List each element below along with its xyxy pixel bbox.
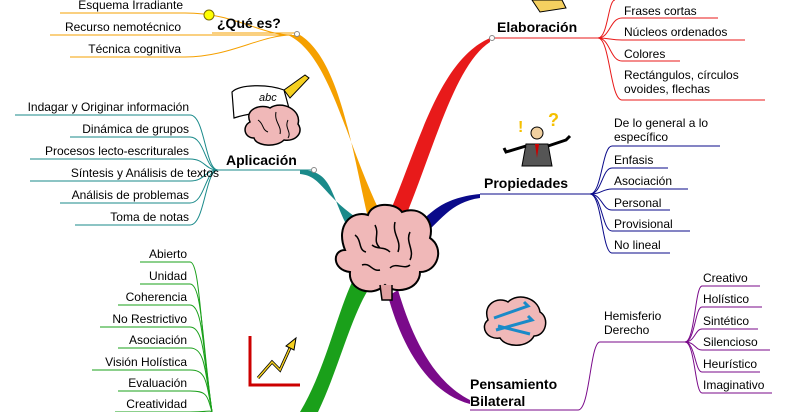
svg-text:!: ! [518,119,523,136]
caracteristicas-item-4: No Restrictivo [112,312,187,326]
aplicacion-image-text: abc [259,92,277,104]
caracteristicas-item-1: Abierto [148,247,187,261]
branch-pensamiento-trunk [388,290,470,404]
pensamiento-item-2: Holístico [703,292,750,306]
propiedades-item-2: Enfasis [614,153,654,167]
branch-aplicacion-trunk [300,170,360,222]
elaboracion-item-1: Frases cortas [624,4,697,18]
que-es-lines [50,12,298,58]
caracteristicas-item-8: Creatividad [126,397,187,411]
aplicacion-item-3: Procesos lecto-escriturales [44,144,189,158]
propiedades-item-6: No lineal [614,238,661,252]
caracteristicas-item-5: Asociación [128,333,187,347]
aplicacion-item-5: Análisis de problemas [71,188,189,202]
caracteristicas-lines [92,261,213,412]
pensamiento-item-5: Heurístico [703,357,758,371]
branch-title-aplicacion: Aplicación [226,152,297,168]
caracteristicas-growth-chart-icon [248,336,300,387]
que-es-item-2: Recurso nemotécnico [64,20,181,34]
pensamiento-brain-arrows-icon [483,296,547,346]
elaboracion-note-icon [531,0,567,13]
elaboracion-item-2: Núcleos ordenados [624,25,728,39]
pensamiento-sub-hemisferio: Hemisferio Derecho [604,309,662,337]
que-es-item-1: Esquema Irradiante [78,0,183,12]
caracteristicas-item-2: Unidad [148,269,187,283]
branch-elaboracion-trunk [390,38,490,218]
que-es-item-3: Técnica cognitiva [88,42,181,56]
pensamiento-item-6: Imaginativo [703,378,765,392]
propiedades-item-4: Personal [614,196,662,210]
svg-text:?: ? [548,110,559,130]
aplicacion-item-6: Toma de notas [110,210,189,224]
branch-title-elaboracion: Elaboración [497,19,578,35]
branch-que-es-trunk [288,35,380,218]
branch-title-propiedades: Propiedades [484,175,569,191]
pensamiento-item-3: Sintético [703,314,750,328]
elaboracion-joint [489,35,495,41]
propiedades-lines [480,145,720,254]
propiedades-item-1: De lo general a lo específico [614,116,709,144]
caracteristicas-item-6: Visión Holística [105,355,187,369]
aplicacion-lines [15,114,312,226]
caracteristicas-item-7: Evaluación [128,376,187,390]
aplicacion-paper-brain-icon [231,74,310,146]
branch-caracteristicas-trunk [300,282,368,412]
que-es-joint [294,31,300,37]
aplicacion-item-4: Síntesis y Análisis de textos [70,166,219,180]
aplicacion-joint [311,167,317,173]
que-es-node [203,9,215,21]
central-brain-icon [334,203,440,301]
elaboracion-item-3: Colores [624,47,666,61]
pensamiento-lines [470,285,772,411]
branch-title-que-es: ¿Qué es? [217,15,281,31]
propiedades-thinking-man-icon: ! ? [502,110,572,167]
elaboracion-item-4: Rectángulos, círculos ovoides, flechas [624,68,739,96]
pensamiento-item-1: Creativo [703,271,748,285]
elaboracion-lines [492,0,765,101]
aplicacion-item-1: Indagar y Originar información [27,100,189,114]
branch-title-pensamiento: Pensamiento Bilateral [470,376,558,409]
caracteristicas-item-3: Coherencia [125,290,187,304]
pensamiento-item-4: Silencioso [703,335,758,349]
propiedades-item-5: Provisional [614,217,673,231]
propiedades-item-3: Asociación [614,174,673,188]
aplicacion-item-2: Dinámica de grupos [82,122,189,136]
